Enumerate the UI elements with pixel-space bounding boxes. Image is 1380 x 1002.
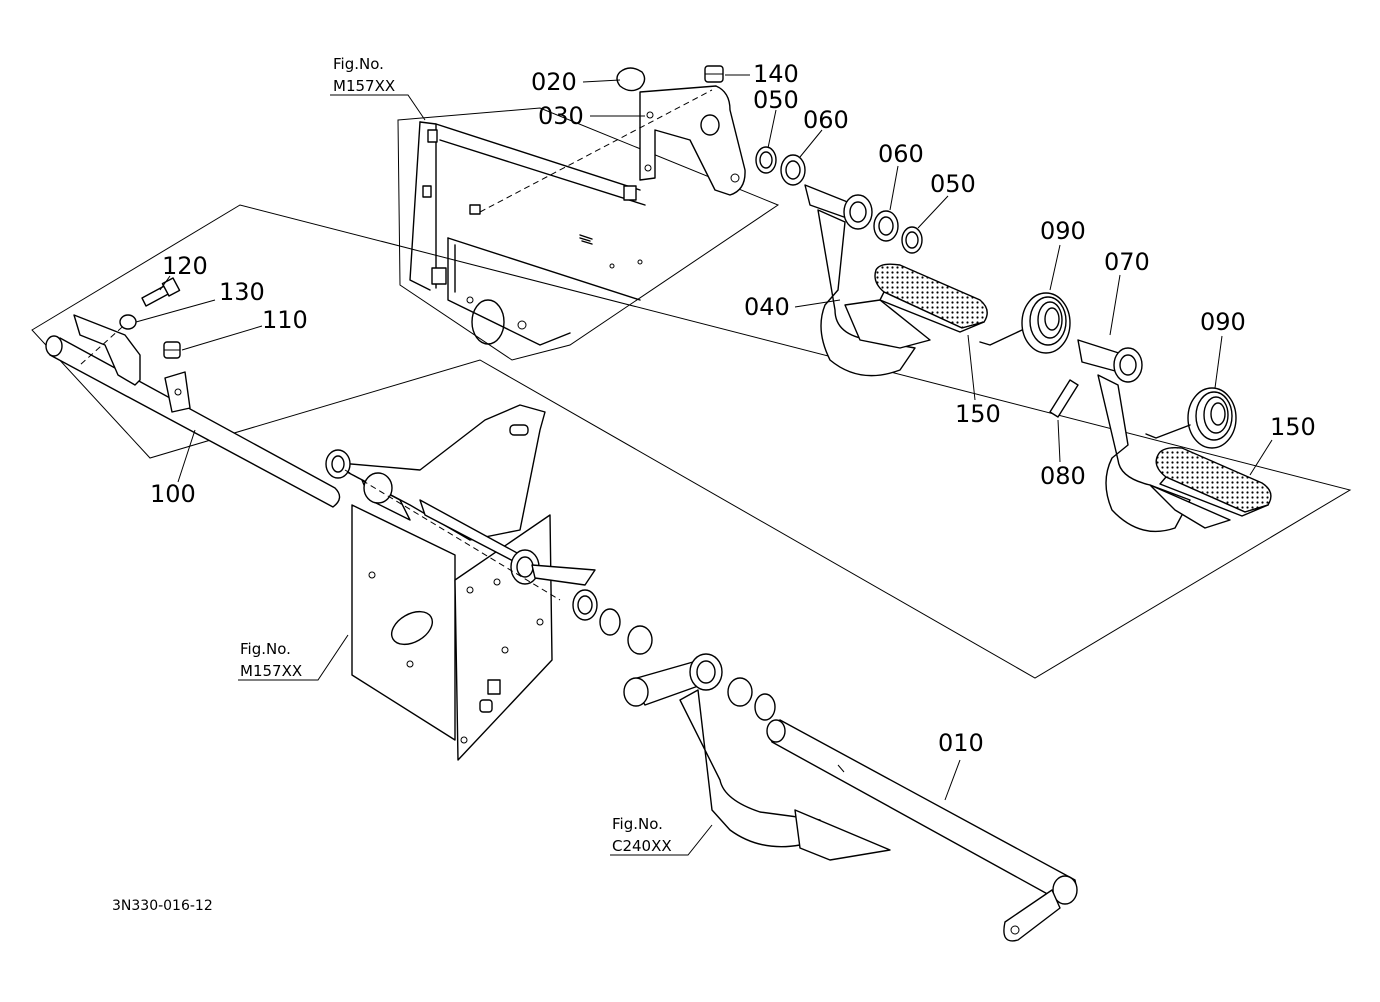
- fig-ref-bottom-title: Fig.No.: [612, 815, 663, 833]
- part-090-spring-lower: [1145, 387, 1237, 449]
- fig-ref-bottom-code: C240XX: [612, 837, 672, 855]
- part-020-clip: [616, 67, 646, 92]
- label-060-lower: 060: [878, 140, 924, 168]
- label-080: 080: [1040, 462, 1086, 490]
- label-050-lower: 050: [930, 170, 976, 198]
- part-030-bracket: [479, 85, 746, 213]
- fig-ref-top-code: M157XX: [333, 77, 395, 95]
- fig-ref-middle-code: M157XX: [240, 662, 302, 680]
- label-110: 110: [262, 306, 308, 334]
- label-090-lower: 090: [1200, 308, 1246, 336]
- part-040-pedal: [804, 184, 931, 377]
- lower-pedal: [623, 653, 891, 861]
- label-020: 020: [531, 68, 577, 96]
- fig-ref-middle: Fig.No. M157XX: [240, 640, 302, 680]
- part-150-pad-lower: [1155, 446, 1272, 517]
- part-070-pedal: [1077, 339, 1231, 533]
- part-150-pad-upper: [874, 263, 988, 333]
- lower-bushings: [344, 469, 776, 721]
- label-010: 010: [938, 729, 984, 757]
- label-100: 100: [150, 480, 196, 508]
- part-labels: 020 140 030 050 060 060 050 090 070 040 …: [150, 60, 1316, 757]
- fig-ref-top-title: Fig.No.: [333, 55, 384, 73]
- leader-lines: [135, 74, 1273, 856]
- part-110-nut: [163, 341, 181, 359]
- label-130: 130: [219, 278, 265, 306]
- label-140: 140: [753, 60, 799, 88]
- fig-ref-bottom: Fig.No. C240XX: [612, 815, 672, 855]
- label-050-upper: 050: [753, 86, 799, 114]
- part-120-bolt: [141, 277, 181, 307]
- part-100-shaft: [45, 314, 341, 508]
- part-130-washer: [119, 314, 137, 330]
- part-010-shaft: [766, 719, 1078, 942]
- fig-ref-middle-title: Fig.No.: [240, 640, 291, 658]
- part-090-spring-upper: [979, 292, 1071, 354]
- label-030: 030: [538, 102, 584, 130]
- part-050-060-rings-upper: [755, 146, 923, 254]
- label-150-lower: 150: [1270, 413, 1316, 441]
- label-070: 070: [1104, 248, 1150, 276]
- part-140-nut: [704, 65, 724, 83]
- central-bracket: [325, 404, 596, 761]
- part-080-pin: [1049, 379, 1079, 418]
- frame-top-panel: [397, 107, 780, 361]
- label-120: 120: [162, 252, 208, 280]
- label-040: 040: [744, 293, 790, 321]
- label-150-upper: 150: [955, 400, 1001, 428]
- frame-main-panel: [31, 204, 1352, 679]
- fig-ref-top: Fig.No. M157XX: [333, 55, 395, 95]
- drawing-code: 3N330-016-12: [112, 898, 213, 914]
- label-060-upper: 060: [803, 106, 849, 134]
- upper-frame-plate: [409, 121, 646, 346]
- label-090-upper: 090: [1040, 217, 1086, 245]
